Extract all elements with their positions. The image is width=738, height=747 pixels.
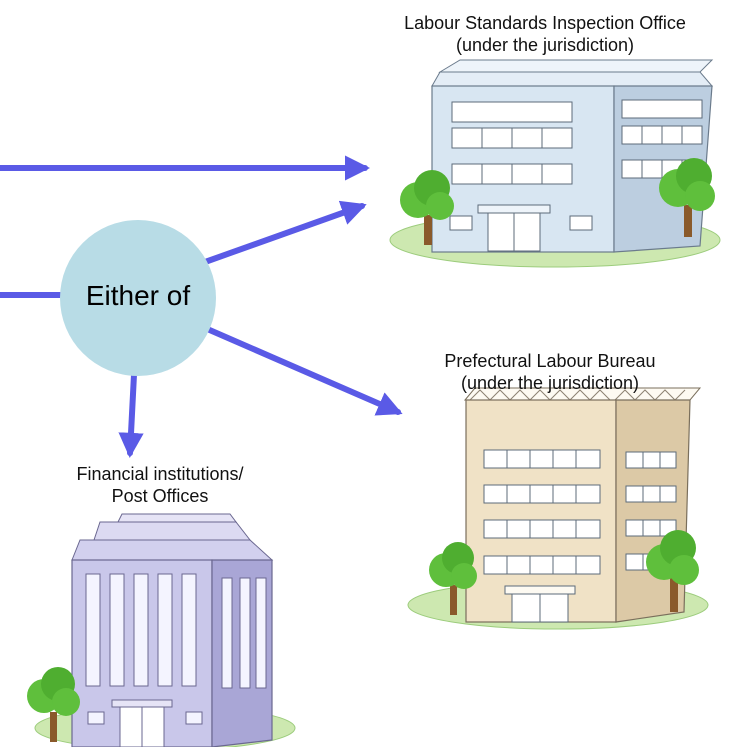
facade-front [465, 399, 617, 623]
financial-institutions-label: Financial institutions/ Post Offices [20, 463, 300, 507]
either-of-hub [60, 220, 216, 376]
arrow-hub-to-prefectural-bureau [202, 325, 403, 416]
labour-standards-office-subtitle: (under the jurisdiction) [455, 35, 635, 55]
prefectural-bureau-label: Prefectural Labour Bureau (under the jur… [400, 350, 700, 394]
roof-step [431, 71, 714, 87]
tree [429, 542, 477, 615]
tree [646, 530, 699, 612]
entrance-canopy [477, 204, 551, 214]
labour-standards-office-label: Labour Standards Inspection Office (unde… [355, 12, 735, 56]
financial-institutions-title: Financial institutions/ [76, 464, 244, 484]
tree [400, 170, 454, 245]
prefectural-bureau-building [407, 387, 709, 630]
roof-step-2 [71, 539, 274, 561]
arrow-hub-to-labour-standards-office [202, 200, 367, 265]
entrance-canopy [504, 585, 576, 595]
tree [27, 667, 80, 742]
roof-step-1 [93, 521, 252, 541]
prefectural-bureau-subtitle: (under the jurisdiction) [460, 373, 640, 393]
prefectural-bureau-title: Prefectural Labour Bureau [444, 351, 656, 371]
financial-institution-building [27, 513, 296, 747]
labour-standards-office-building [389, 59, 721, 268]
entrance-canopy [111, 699, 173, 708]
financial-institutions-subtitle: Post Offices [111, 486, 209, 506]
labour-standards-office-title: Labour Standards Inspection Office [404, 13, 686, 33]
roof-top [117, 513, 237, 523]
either-of-label: Either of [85, 280, 191, 311]
roof-top [438, 59, 714, 73]
facade-side [615, 399, 691, 623]
tree [659, 158, 715, 237]
